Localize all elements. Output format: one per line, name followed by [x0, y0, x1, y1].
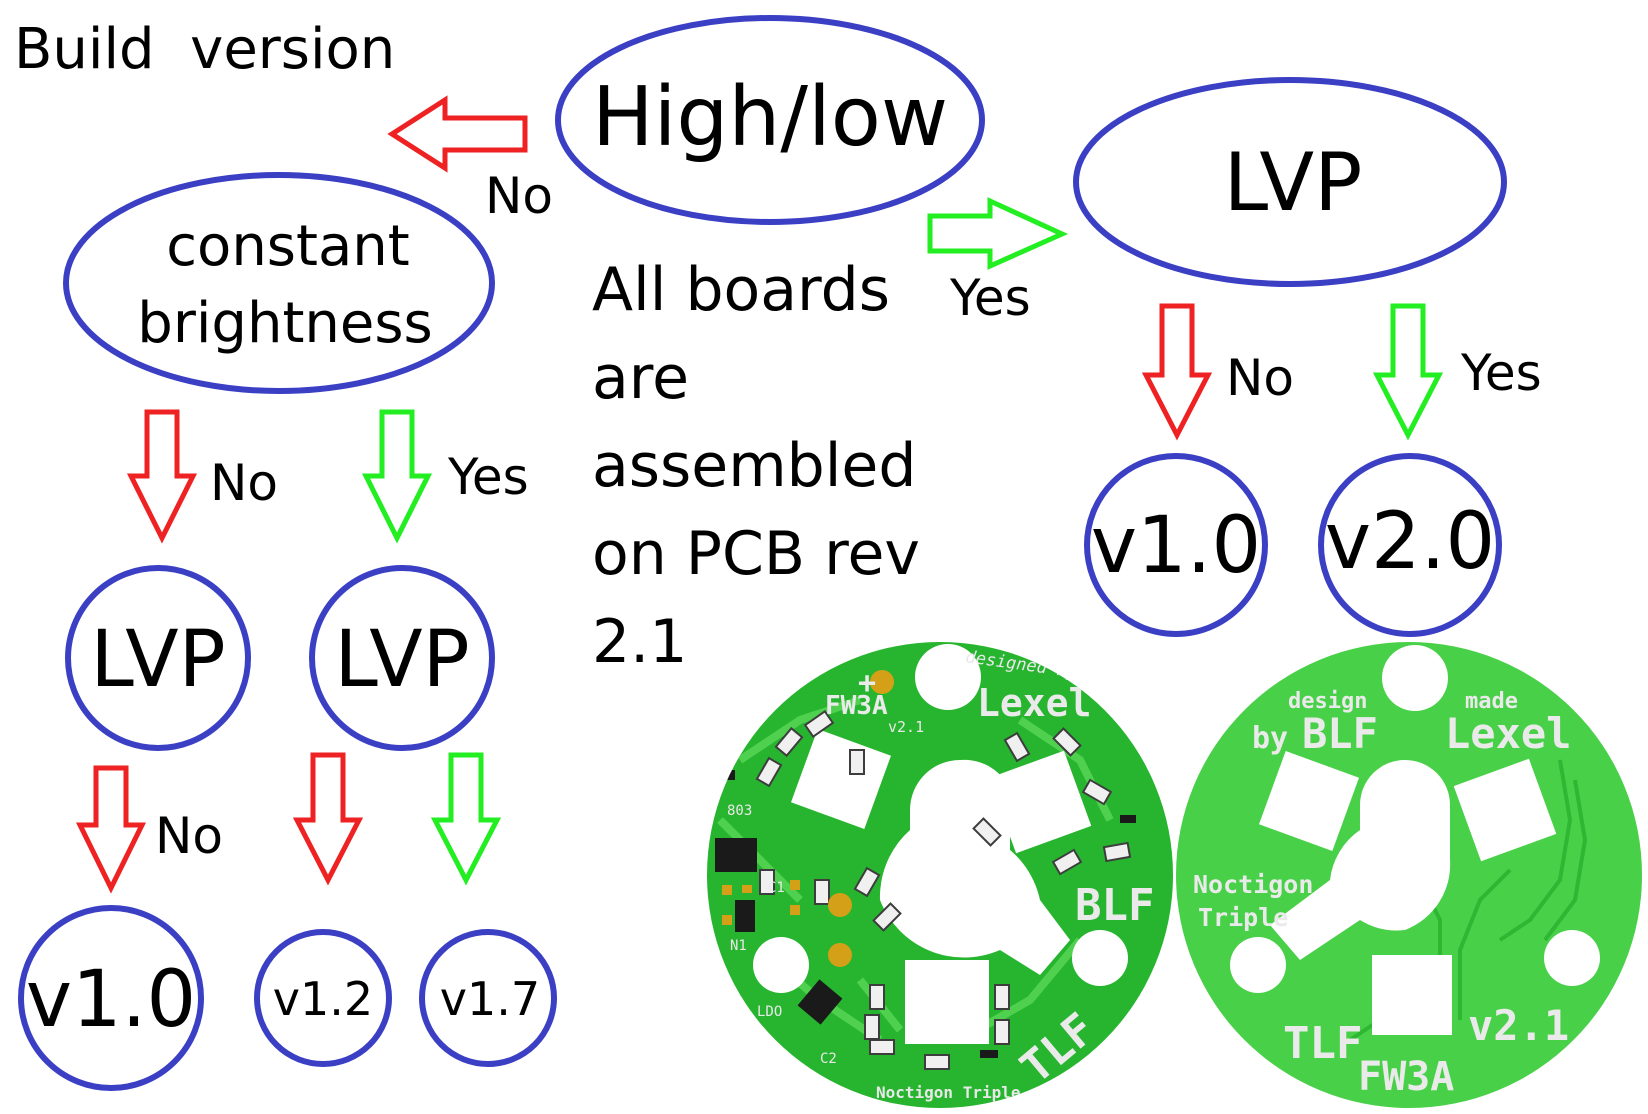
pcb-back-label-v21: v2.1 — [1468, 1001, 1569, 1050]
node-constant-label-line1: constant — [166, 214, 409, 279]
arrow-no-lvp-left-yes — [292, 752, 364, 886]
edge-label-no-constant: No — [210, 454, 278, 512]
pcb-front-label-803: 803 — [727, 803, 752, 819]
pcb-front-label-lexel: Lexel — [977, 681, 1091, 725]
edge-label-yes-top: Yes — [949, 269, 1031, 327]
diagram-title: Build version — [14, 17, 395, 82]
arrow-no-left — [387, 95, 528, 173]
node-v17-ellipse — [419, 929, 557, 1067]
node-constant-brightness-ellipse — [63, 172, 495, 394]
arrow-no-constant — [126, 409, 198, 544]
note-line-2: are — [592, 343, 689, 413]
node-v10-left-ellipse — [18, 905, 204, 1091]
pcb-front-label-n1: N1 — [730, 938, 747, 954]
note-line-4: on PCB rev — [592, 519, 920, 589]
edge-label-yes-constant: Yes — [447, 448, 529, 506]
node-lvp-left-yes-ellipse — [309, 565, 495, 751]
pcb-back-label-tlf: TLF — [1283, 1018, 1362, 1069]
pcb-front-label-ldo: LDO — [757, 1004, 782, 1020]
node-v12-ellipse — [254, 929, 392, 1067]
node-lvp-left-no-label: LVP — [90, 615, 225, 705]
note-line-5: 2.1 — [592, 607, 687, 677]
pcb-front-image: designed by Lexel FW3A v2.1 BLF TLF Noct… — [707, 642, 1173, 1108]
node-v20-right-label: v2.0 — [1325, 497, 1495, 587]
node-high-low-label: High/low — [592, 70, 948, 165]
arrow-no-lvp-left — [75, 765, 147, 894]
edge-label-no-lvp-left: No — [155, 807, 223, 865]
pcb-front-label-c1: C1 — [768, 880, 785, 896]
node-v10-right-label: v1.0 — [1091, 501, 1261, 591]
pcb-front-label-noctigon: Noctigon Triple — [876, 1083, 1021, 1102]
edge-label-yes-right: Yes — [1460, 344, 1542, 402]
arrow-yes-right-lvp — [1372, 303, 1444, 441]
pcb-back-label-made: made — [1465, 689, 1518, 714]
node-high-low-ellipse — [555, 15, 985, 225]
pcb-back-image: design by BLF made Lexel Noctigon Triple… — [1176, 642, 1642, 1108]
edge-label-no-right: No — [1226, 349, 1294, 407]
pcb-back-label-design: design — [1288, 689, 1367, 714]
node-v20-right-ellipse — [1318, 453, 1502, 637]
pcb-back-label-triple: Triple — [1198, 903, 1288, 932]
pcb-back-label-noctigon: Noctigon — [1193, 870, 1313, 899]
pcb-back-label-lexel: Lexel — [1445, 709, 1571, 758]
note-text: All boards are assembled on PCB rev 2.1 — [592, 255, 920, 677]
pcb-front-label-blf: BLF — [1075, 880, 1154, 931]
pcb-front-label-fw3a: FW3A — [825, 691, 888, 721]
pcb-back-label-by: by — [1252, 721, 1288, 756]
node-v17-label: v1.7 — [440, 972, 540, 1026]
node-v10-right-ellipse — [1084, 453, 1268, 637]
node-lvp-left-yes-label: LVP — [334, 615, 469, 705]
node-lvp-right-ellipse — [1073, 77, 1507, 287]
arrow-no-right-lvp — [1141, 303, 1213, 441]
node-lvp-right-label: LVP — [1224, 136, 1363, 229]
node-constant-label-line2: brightness — [137, 291, 432, 356]
arrow-yes-right — [927, 197, 1069, 270]
note-line-1: All boards — [592, 255, 890, 325]
note-line-3: assembled — [592, 431, 916, 501]
node-v12-label: v1.2 — [273, 972, 373, 1026]
edge-label-no-top: No — [485, 167, 553, 225]
pcb-front-label-v21: v2.1 — [888, 718, 924, 736]
pcb-front-label-c2: C2 — [820, 1051, 837, 1067]
pcb-back-label-blf: BLF — [1302, 709, 1378, 758]
pcb-back-label-fw3a: FW3A — [1358, 1054, 1454, 1100]
node-lvp-left-no-ellipse — [65, 565, 251, 751]
node-v10-left-label: v1.0 — [26, 955, 196, 1045]
arrow-yes-constant — [361, 409, 433, 544]
pcb-front-label-plus: + — [858, 666, 876, 701]
arrow-yes-lvp-left-yes — [430, 752, 502, 886]
